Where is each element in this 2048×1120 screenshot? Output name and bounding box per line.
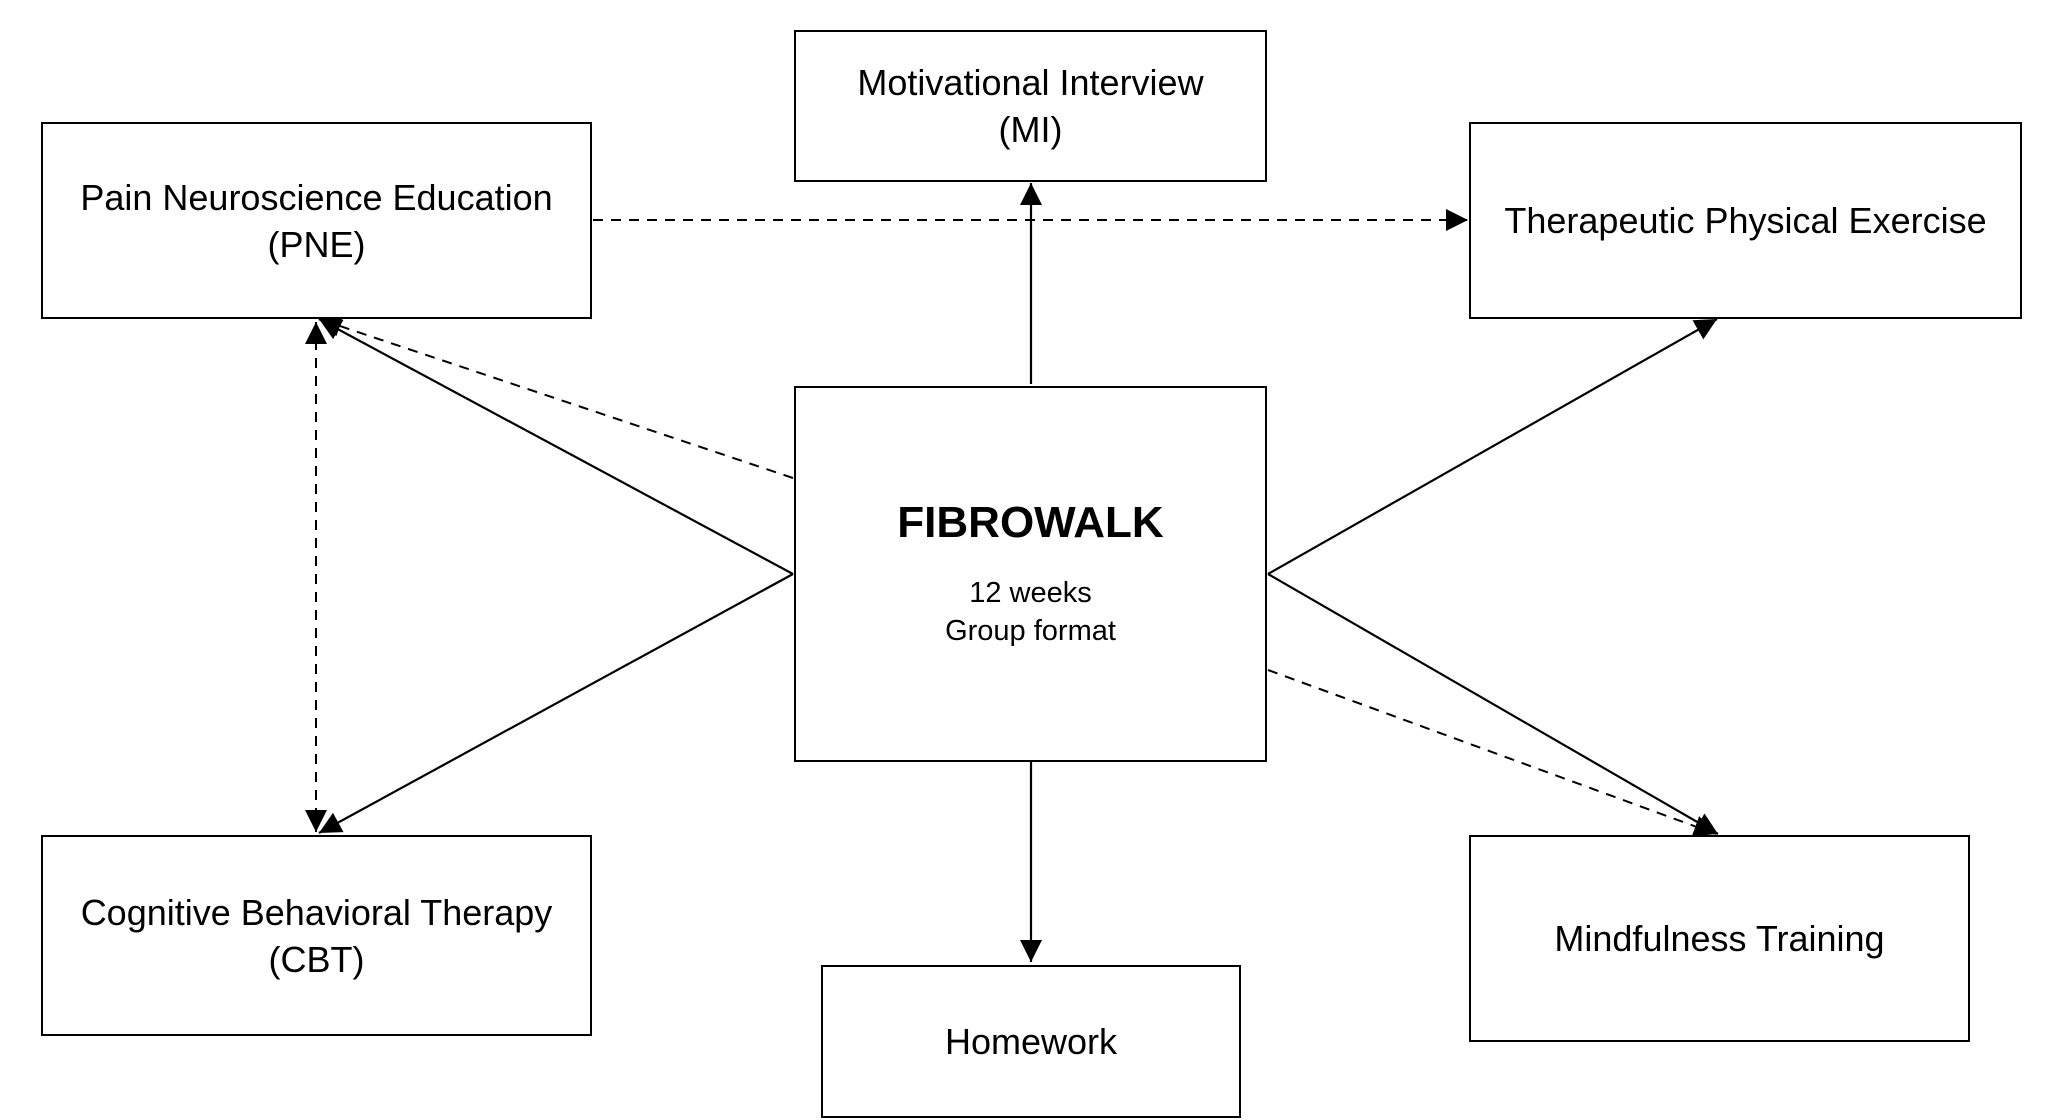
cbt-abbr: (CBT): [268, 938, 365, 980]
arrow-center-to-mindfulness: [1267, 573, 1719, 835]
arrow-center-to-tpe: [1267, 318, 1718, 575]
mi-box: Motivational Interview (MI): [794, 30, 1267, 182]
cbt-box: Cognitive Behavioral Therapy (CBT): [41, 835, 592, 1036]
tpe-label: Therapeutic Physical Exercise: [1504, 200, 1987, 241]
tpe-box: Therapeutic Physical Exercise: [1469, 122, 2022, 319]
homework-label: Homework: [944, 1021, 1118, 1062]
dashed-arrow-center-to-mindfulness: [1267, 669, 1717, 837]
dashed-arrow-center-to-pne: [318, 315, 794, 479]
fibrowalk-format: Group format: [945, 615, 1116, 647]
arrow-center-to-pne: [318, 318, 794, 575]
mi-label: Motivational Interview: [857, 62, 1204, 103]
fibrowalk-duration: 12 weeks: [969, 577, 1092, 609]
arrow-center-to-cbt: [318, 573, 794, 834]
pne-label: Pain Neuroscience Education: [80, 176, 553, 218]
pne-abbr: (PNE): [267, 223, 366, 265]
mindfulness-box: Mindfulness Training: [1469, 835, 1970, 1042]
homework-box: Homework: [821, 965, 1241, 1118]
mi-abbr: (MI): [998, 109, 1063, 150]
mindfulness-label: Mindfulness Training: [1554, 918, 1885, 959]
cbt-label: Cognitive Behavioral Therapy: [80, 891, 553, 933]
fibrowalk-title: FIBROWALK: [897, 498, 1164, 547]
pne-box: Pain Neuroscience Education (PNE): [41, 122, 592, 319]
fibrowalk-box: FIBROWALK 12 weeks Group format: [794, 386, 1267, 762]
